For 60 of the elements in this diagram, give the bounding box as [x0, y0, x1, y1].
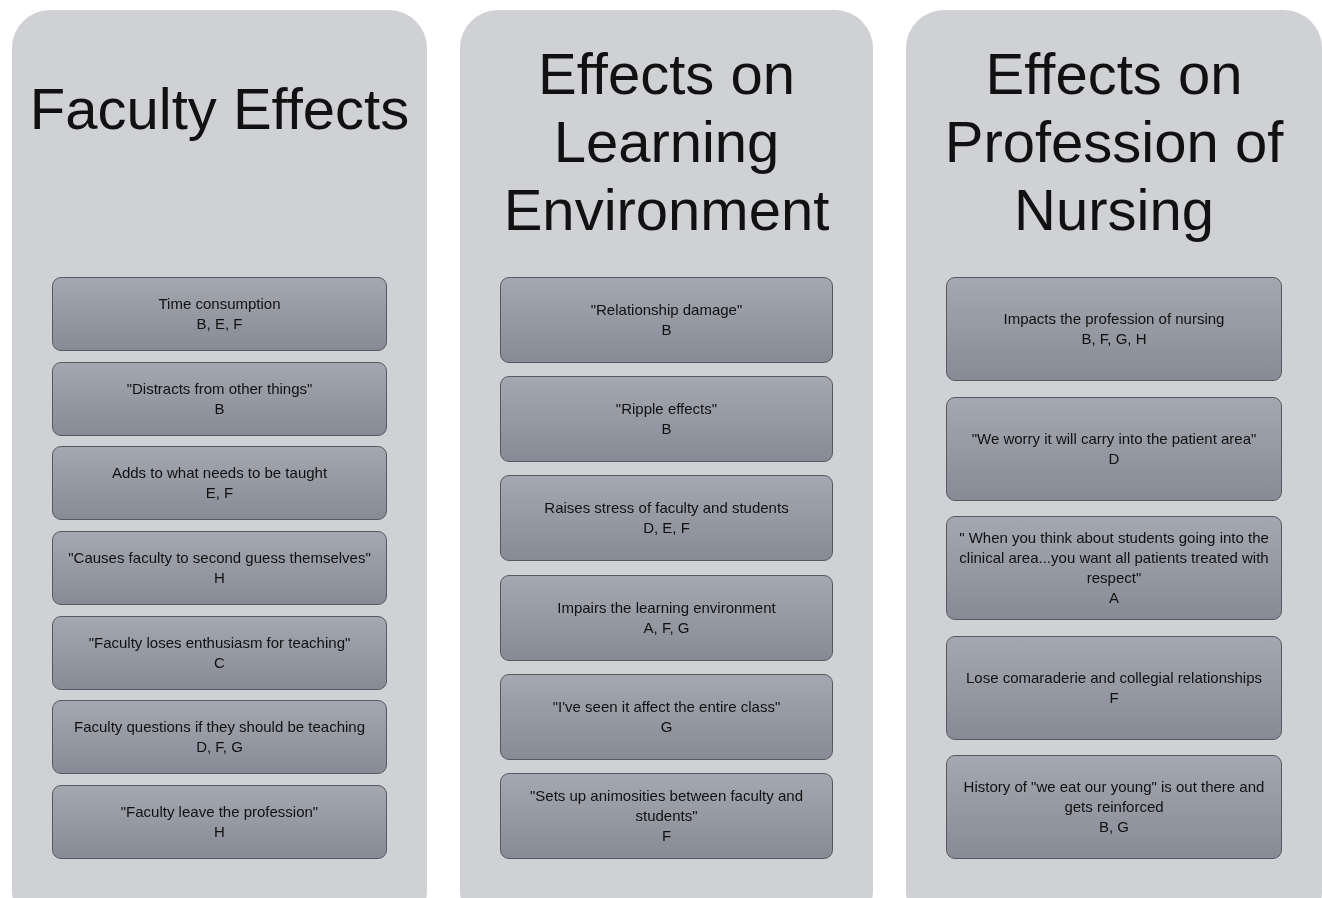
column-heading: Effects on Learning Environment	[502, 40, 831, 244]
source-letters: D	[1108, 448, 1120, 469]
source-letters: B	[661, 419, 672, 440]
effect-text: "Sets up animosities between faculty and students"	[529, 785, 804, 826]
effect-box	[500, 277, 833, 363]
source-letters: H	[214, 567, 225, 588]
source-letters: B, E, F	[196, 314, 243, 334]
source-letters: F	[661, 825, 672, 846]
source-letters: B	[214, 398, 225, 419]
effect-box	[500, 673, 833, 760]
effect-text: "Ripple effects"	[615, 399, 718, 420]
effect-text: Raises stress of faculty and students	[544, 498, 789, 519]
effect-box	[52, 446, 387, 521]
effect-box	[52, 615, 387, 690]
source-letters: A, F, G	[643, 617, 690, 638]
category-panel	[460, 10, 873, 898]
source-letters: B	[661, 320, 672, 340]
column-heading: Effects on Profession of Nursing	[943, 40, 1285, 244]
effect-text: "Faculty leave the profession"	[120, 801, 319, 822]
effect-text: Time consumption	[158, 294, 281, 314]
effect-box	[946, 516, 1282, 620]
effect-text: " When you think about students going into the clinical area...you want all patients treated with respect"	[958, 528, 1270, 588]
source-letters: A	[1109, 588, 1119, 608]
effect-text: Impairs the learning environment	[557, 597, 776, 618]
effect-box	[52, 277, 387, 351]
effect-box	[500, 574, 833, 661]
effect-box	[52, 530, 387, 605]
source-letters: G	[660, 716, 673, 737]
source-letters: D, F, G	[196, 737, 243, 758]
effect-box	[52, 361, 387, 436]
effect-box	[946, 396, 1282, 501]
effect-text: "I've seen it affect the entire class"	[552, 696, 781, 717]
effect-box	[946, 755, 1282, 859]
effect-text: "Faculty loses enthusiasm for teaching"	[88, 632, 351, 653]
effect-box	[500, 772, 833, 859]
effect-box	[52, 784, 387, 859]
effect-text: History of "we eat our young" is out there and gets reinforced	[962, 777, 1266, 817]
effect-text: Faculty questions if they should be teaching	[74, 717, 365, 738]
source-letters: C	[214, 652, 225, 673]
source-letters: B, F, G, H	[1081, 329, 1147, 349]
source-letters: F	[1109, 687, 1119, 708]
source-letters: D, E, F	[643, 518, 690, 539]
effect-text: "We worry it will carry into the patient area"	[971, 428, 1257, 449]
column-heading: Faculty Effects	[28, 75, 411, 143]
category-panel	[906, 10, 1322, 898]
effect-box	[500, 376, 833, 463]
effect-text: "Causes faculty to second guess themselves"	[68, 547, 371, 568]
source-letters: B, G	[1099, 817, 1129, 837]
effect-text: Adds to what needs to be taught	[111, 463, 328, 484]
source-letters: H	[214, 821, 225, 842]
effect-text: Impacts the profession of nursing	[1003, 309, 1225, 329]
effect-text: Lose comaraderie and collegial relationships	[966, 667, 1262, 688]
effect-text: "Distracts from other things"	[126, 378, 313, 399]
effect-box	[500, 475, 833, 562]
effect-box	[946, 277, 1282, 381]
source-letters: E, F	[205, 483, 234, 504]
effect-text: "Relationship damage"	[590, 300, 743, 320]
effect-box	[52, 700, 387, 775]
effect-box	[946, 635, 1282, 740]
category-panel	[12, 10, 427, 898]
